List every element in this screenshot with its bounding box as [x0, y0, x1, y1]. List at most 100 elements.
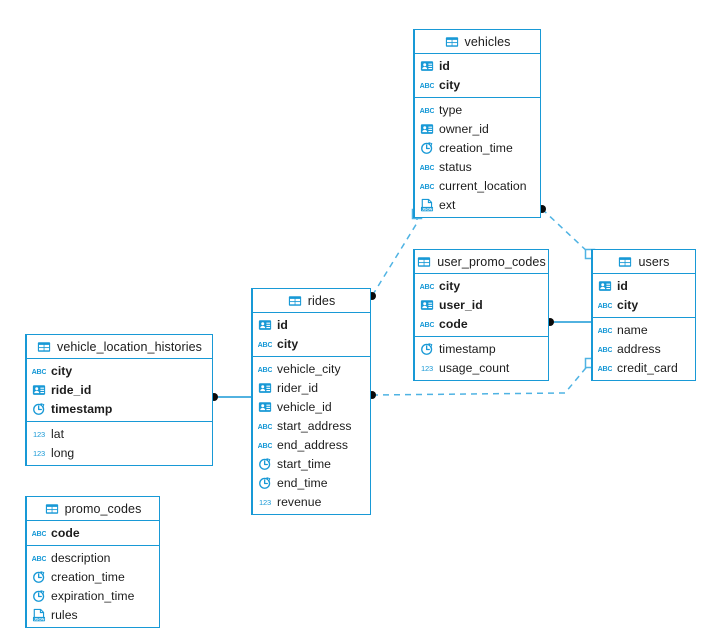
column-name: ext: [439, 197, 456, 212]
column-row-pk[interactable]: id: [593, 276, 695, 295]
column-row[interactable]: creation_time: [27, 567, 159, 586]
clock-icon: [258, 457, 272, 471]
column-row-pk[interactable]: id: [415, 56, 540, 75]
svg-text:123: 123: [421, 364, 433, 373]
clock-icon: [32, 570, 46, 584]
uuid-icon: [258, 318, 272, 332]
column-name: rules: [51, 607, 78, 622]
relationship-vehicle_location_histories-rides[interactable]: [210, 393, 251, 401]
number-icon: 123: [32, 427, 46, 441]
table-header-promo_codes[interactable]: promo_codes: [27, 497, 159, 521]
column-row[interactable]: expiration_time: [27, 586, 159, 605]
uuid-icon: [598, 279, 612, 293]
column-row[interactable]: rider_id: [253, 378, 370, 397]
column-row-pk[interactable]: id: [253, 315, 370, 334]
abc-icon: ABC: [598, 361, 612, 375]
abc-icon: ABC: [420, 317, 434, 331]
svg-text:ABC: ABC: [420, 182, 434, 190]
column-row[interactable]: owner_id: [415, 119, 540, 138]
clock-icon: [32, 589, 46, 603]
table-icon: [445, 35, 459, 49]
abc-icon: ABC: [420, 103, 434, 117]
abc-icon: ABC: [258, 419, 272, 433]
column-name: owner_id: [439, 121, 489, 136]
table-icon: [45, 502, 59, 516]
column-name: user_id: [439, 297, 483, 312]
abc-icon: ABC: [32, 526, 46, 540]
column-name: vehicle_id: [277, 399, 332, 414]
svg-text:ABC: ABC: [598, 345, 612, 353]
column-row[interactable]: ABC status: [415, 157, 540, 176]
uuid-icon: [258, 400, 272, 414]
column-row[interactable]: start_time: [253, 454, 370, 473]
column-name: id: [617, 278, 628, 293]
table-header-vehicles[interactable]: vehicles: [415, 30, 540, 54]
column-name: city: [617, 297, 639, 312]
table-title: users: [638, 254, 670, 269]
column-name: city: [439, 278, 461, 293]
abc-icon: ABC: [258, 438, 272, 452]
svg-text:ABC: ABC: [420, 163, 434, 171]
relationship-user_promo_codes-users[interactable]: [546, 318, 591, 326]
uuid-icon: [258, 381, 272, 395]
column-name: credit_card: [617, 360, 678, 375]
column-name: status: [439, 159, 472, 174]
column-row-pk[interactable]: user_id: [415, 295, 548, 314]
column-row[interactable]: creation_time: [415, 138, 540, 157]
column-row-pk[interactable]: ABC city: [593, 295, 695, 314]
column-row[interactable]: ABC credit_card: [593, 358, 695, 377]
column-name: end_time: [277, 475, 328, 490]
svg-text:123: 123: [33, 430, 45, 439]
column-row-pk[interactable]: timestamp: [27, 399, 212, 418]
table-title: vehicles: [464, 34, 511, 49]
svg-text:ABC: ABC: [598, 301, 612, 309]
svg-text:123: 123: [259, 498, 271, 507]
table-title: rides: [307, 293, 336, 308]
column-row[interactable]: end_time: [253, 473, 370, 492]
table-header-rides[interactable]: rides: [253, 289, 370, 313]
table-icon: [417, 255, 431, 269]
table-header-users[interactable]: users: [593, 250, 695, 274]
svg-text:ABC: ABC: [258, 422, 272, 430]
column-row[interactable]: vehicle_id: [253, 397, 370, 416]
table-header-user_promo_codes[interactable]: user_promo_codes: [415, 250, 548, 274]
column-name: creation_time: [439, 140, 513, 155]
table-header-vehicle_location_histories[interactable]: vehicle_location_histories: [27, 335, 212, 359]
clock-icon: [420, 141, 434, 155]
column-row[interactable]: timestamp: [415, 339, 548, 358]
column-name: end_address: [277, 437, 349, 452]
column-row[interactable]: ABC end_address: [253, 435, 370, 454]
table-icon: [288, 294, 302, 308]
column-row-pk[interactable]: ride_id: [27, 380, 212, 399]
column-name: expiration_time: [51, 588, 135, 603]
